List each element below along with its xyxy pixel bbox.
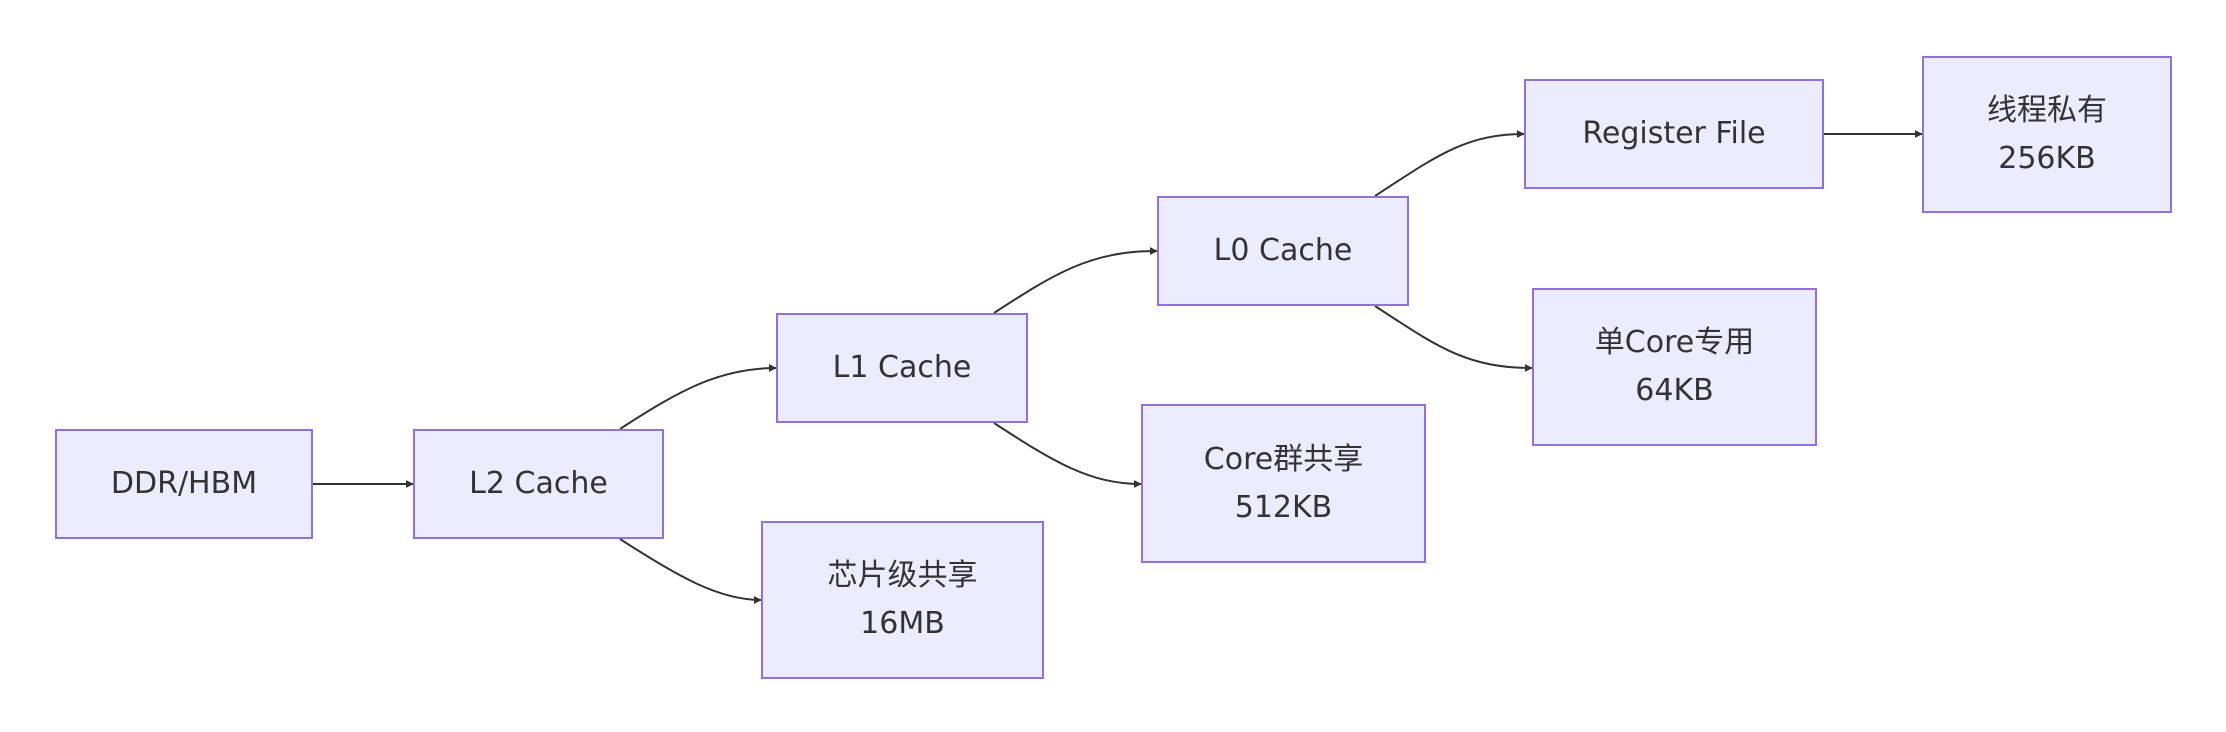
node-core-group-line2: 512KB [1234,489,1333,525]
edge-l0-to-register-file [1374,130,1525,197]
edge-l2-to-l1 [619,364,777,430]
node-thread-private: 线程私有 256KB [1922,56,2172,213]
edge-l0-to-single-core [1374,305,1533,372]
node-single-core-line1: 单Core专用 [1594,325,1755,360]
node-l2-cache: L2 Cache [413,429,664,539]
node-register-file-label: Register File [1582,116,1766,151]
edge-l2-to-chip-shared [619,538,762,604]
node-l0-cache-label: L0 Cache [1213,233,1353,268]
node-thread-private-line1: 线程私有 [1987,92,2107,128]
node-core-group-shared: Core群共享 512KB [1141,404,1426,563]
node-l0-cache: L0 Cache [1157,196,1409,306]
edge-l1-to-l0 [993,247,1158,314]
node-single-core-line2: 64KB [1635,373,1714,408]
node-thread-private-line2: 256KB [1998,140,2096,176]
node-register-file: Register File [1524,79,1824,189]
node-chip-shared: 芯片级共享 16MB [761,521,1044,679]
edge-l1-to-core-group [993,422,1142,488]
node-chip-shared-line1: 芯片级共享 [827,558,978,593]
node-l2-cache-label: L2 Cache [469,466,608,501]
node-ddr-hbm: DDR/HBM [55,429,313,539]
node-chip-shared-line2: 16MB [860,606,945,641]
node-single-core: 单Core专用 64KB [1532,288,1817,446]
node-core-group-line1: Core群共享 [1203,441,1364,477]
node-l1-cache-label: L1 Cache [832,350,972,385]
node-l1-cache: L1 Cache [776,313,1028,423]
node-ddr-hbm-label: DDR/HBM [110,466,258,501]
